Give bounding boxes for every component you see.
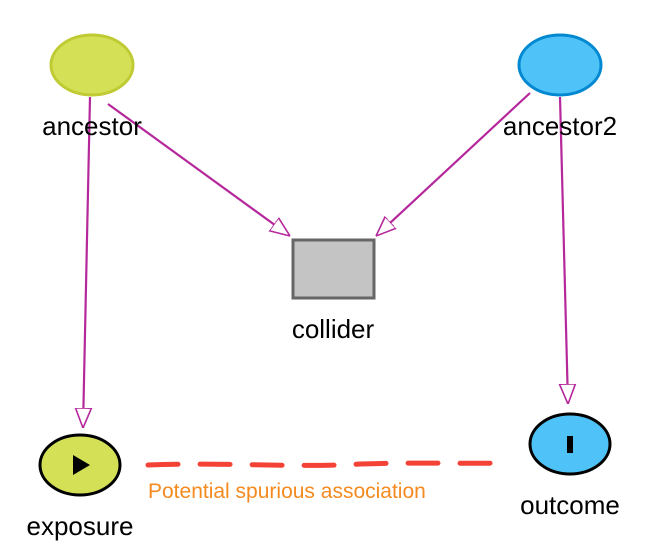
ancestor-node[interactable] <box>49 33 135 97</box>
outcome-label: outcome <box>520 490 620 520</box>
collider-label: collider <box>292 314 375 344</box>
bar-icon <box>567 436 573 453</box>
ancestor2-label: ancestor2 <box>503 111 617 141</box>
spurious-association-label: Potential spurious association <box>148 480 426 503</box>
spurious-association-line <box>145 460 503 468</box>
ancestor2-node[interactable] <box>517 33 603 97</box>
edge-ancestor-to-collider <box>107 103 290 236</box>
play-icon <box>73 455 90 475</box>
collider-node[interactable] <box>291 238 376 300</box>
edge-ancestor-to-exposure <box>83 96 90 428</box>
exposure-label: exposure <box>27 511 134 541</box>
edge-ancestor2-to-collider <box>376 92 531 236</box>
ancestor-label: ancestor <box>42 111 142 141</box>
edge-ancestor2-to-outcome <box>560 96 568 404</box>
